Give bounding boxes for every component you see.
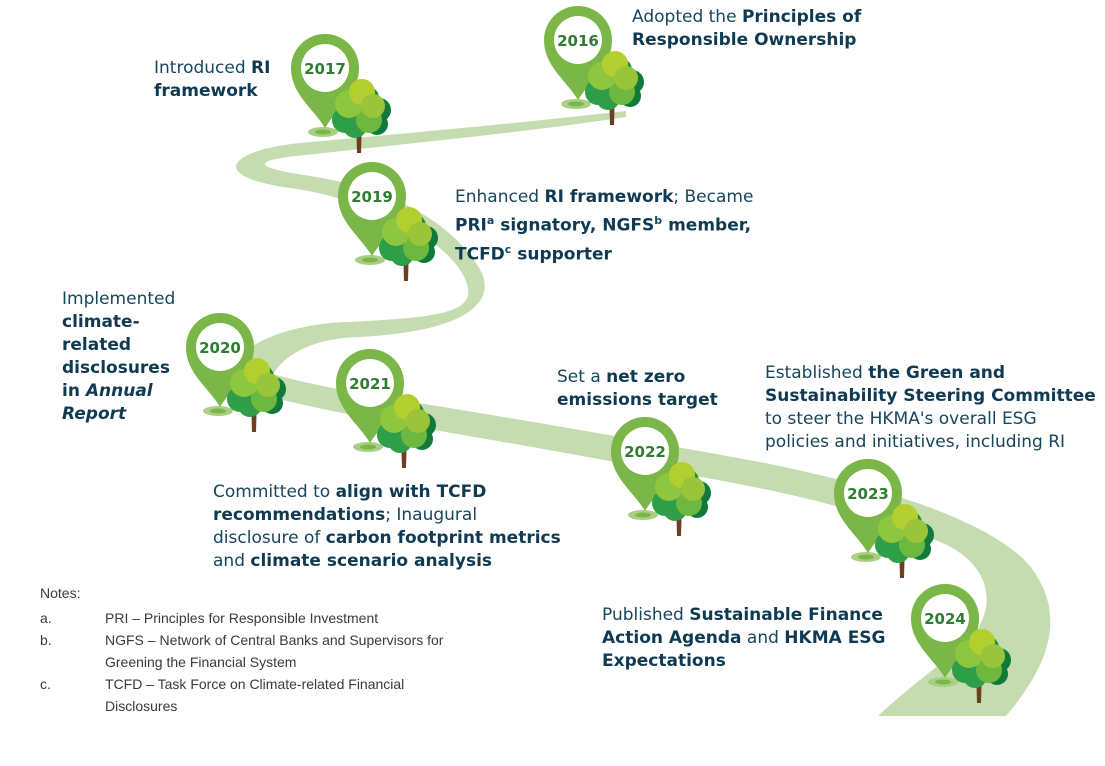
milestone-pin-2023: 2023 <box>834 459 934 578</box>
milestone-year: 2017 <box>304 60 346 78</box>
tree-icon <box>332 79 391 153</box>
tree-icon <box>952 629 1011 703</box>
note-letter: b. <box>40 632 52 648</box>
note-c: c. TCFD – Task Force on Climate-related … <box>40 673 465 717</box>
milestone-year: 2024 <box>924 610 966 628</box>
milestone-year: 2023 <box>847 485 889 503</box>
milestone-pin-2017: 2017 <box>291 34 391 153</box>
note-a: a. PRI – Principles for Responsible Inve… <box>40 607 465 629</box>
tree-icon <box>652 462 711 536</box>
tree-icon <box>377 394 436 468</box>
note-text: NGFS – Network of Central Banks and Supe… <box>105 632 444 670</box>
note-text: TCFD – Task Force on Climate-related Fin… <box>105 676 405 714</box>
milestone-year: 2021 <box>349 375 391 393</box>
note-letter: a. <box>40 610 52 626</box>
tree-icon <box>227 358 286 432</box>
tree-icon <box>379 207 438 281</box>
notes-section: Notes: a. PRI – Principles for Responsib… <box>40 585 465 717</box>
milestone-pin-2022: 2022 <box>611 417 711 536</box>
note-b: b. NGFS – Network of Central Banks and S… <box>40 629 465 673</box>
milestone-year: 2019 <box>351 188 393 206</box>
milestone-pin-2021: 2021 <box>336 349 436 468</box>
road-top <box>233 111 626 398</box>
milestone-pin-2019: 2019 <box>338 162 438 281</box>
note-letter: c. <box>40 676 51 692</box>
milestone-year: 2022 <box>624 443 666 461</box>
note-text: PRI – Principles for Responsible Investm… <box>105 610 379 626</box>
milestone-pins: 2016 2017 2019 2020 2021 2022 2023 2024 <box>186 6 1011 703</box>
tree-icon <box>585 51 644 125</box>
milestone-pin-2020: 2020 <box>186 313 286 432</box>
milestone-pin-2024: 2024 <box>911 584 1011 703</box>
milestone-year: 2016 <box>557 32 599 50</box>
milestone-year: 2020 <box>199 339 241 357</box>
tree-icon <box>875 504 934 578</box>
milestone-pin-2016: 2016 <box>544 6 644 125</box>
notes-title: Notes: <box>40 585 81 601</box>
